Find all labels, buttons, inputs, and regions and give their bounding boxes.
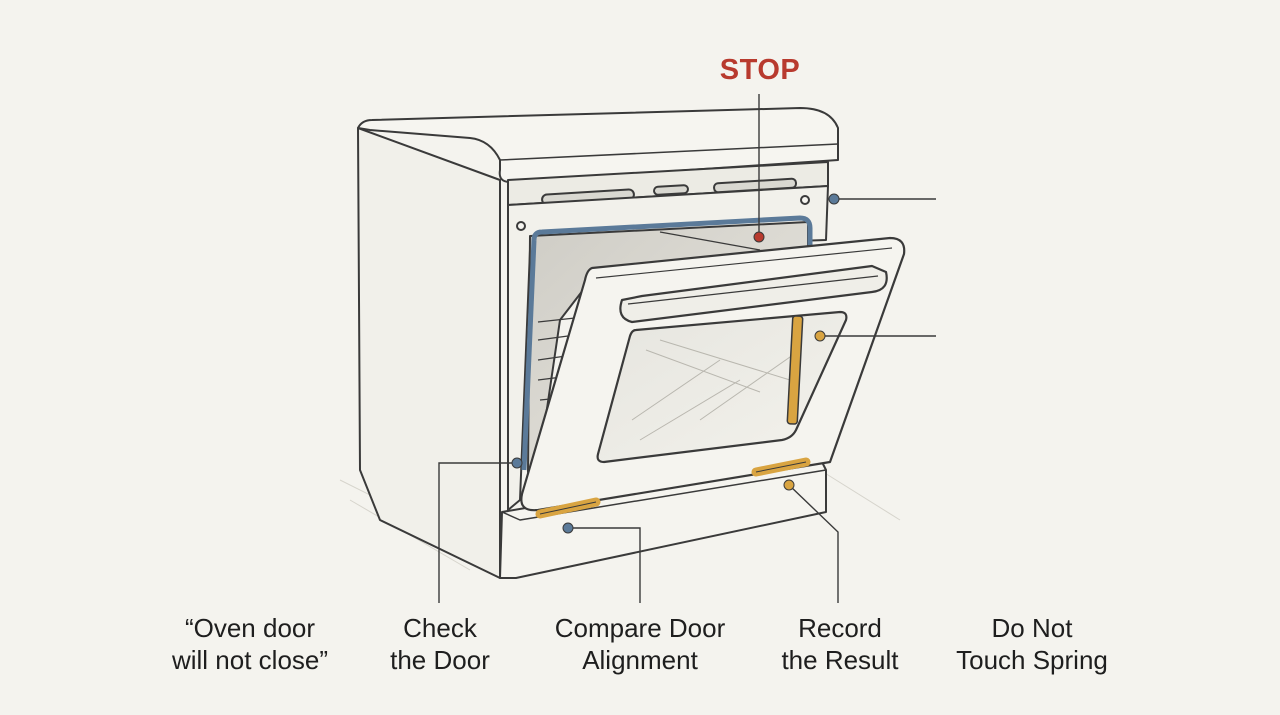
caption-line: “Oven door	[184, 613, 316, 643]
caption-line: Check	[403, 613, 477, 643]
caption-line: will not close”	[171, 645, 329, 675]
caption-line: the Door	[390, 645, 490, 675]
caption-line: Alignment	[582, 645, 698, 675]
oven-body	[357, 107, 839, 579]
compare-leader	[568, 527, 641, 603]
door-springs	[535, 315, 811, 519]
caption-line: Record	[798, 613, 882, 643]
leader-lines	[438, 94, 936, 603]
caption-record-result: Record the Result	[740, 612, 940, 676]
record-leader	[788, 484, 839, 603]
check-marker	[511, 457, 523, 469]
caption-line: the Result	[781, 645, 899, 675]
oven-door	[520, 236, 906, 512]
record-marker	[783, 479, 795, 491]
spring-marker	[814, 330, 826, 342]
stop-marker	[753, 231, 765, 243]
check-leader	[438, 462, 517, 603]
caption-check-door: Check the Door	[340, 612, 540, 676]
caption-line: Do Not	[991, 613, 1073, 643]
caption-compare-alignment: Compare Door Alignment	[540, 612, 740, 676]
top-right-marker	[828, 193, 840, 205]
stop-label: STOP	[719, 54, 801, 86]
caption-do-not-touch-spring: Do Not Touch Spring	[932, 612, 1132, 676]
caption-line: Touch Spring	[956, 645, 1108, 675]
caption-oven-door-complaint: “Oven door will not close”	[150, 612, 350, 676]
caption-line: Compare Door	[554, 613, 726, 643]
markers	[511, 193, 840, 534]
compare-marker	[562, 522, 574, 534]
